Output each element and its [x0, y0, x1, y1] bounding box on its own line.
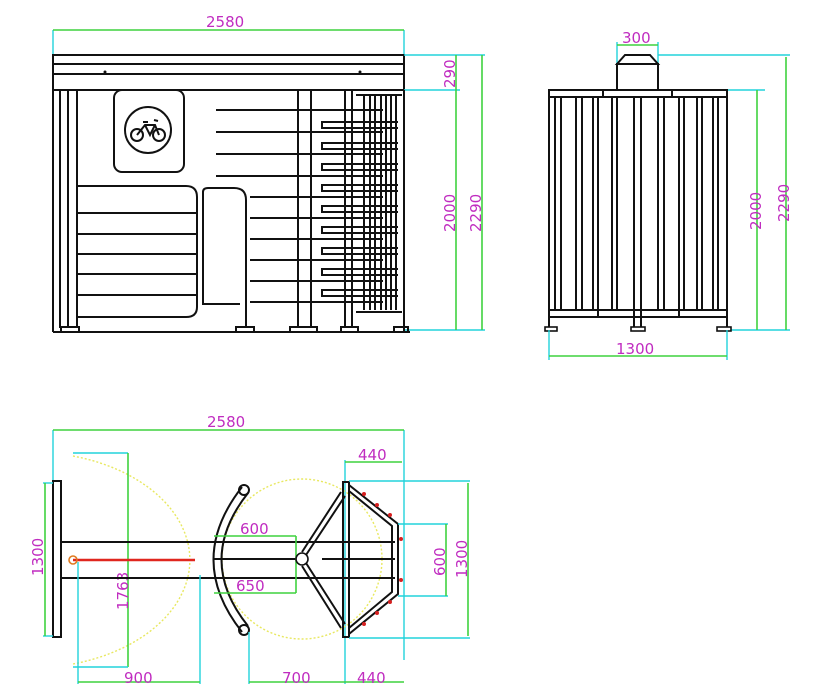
plan-left-depth-dim: 1300 [29, 538, 47, 576]
side-body-dim: 2000 [747, 192, 765, 230]
plan-swing-dim: 1763 [114, 572, 132, 610]
side-total-dim: 2290 [775, 184, 793, 222]
plan-inner600-dim: 600 [431, 547, 449, 576]
plan-view: 2580 440 1300 1763 900 [29, 413, 471, 687]
side-depth-dim: 1300 [616, 340, 654, 358]
plan-passage-dim: 700 [282, 669, 311, 687]
plan-right-depth-dim: 1300 [453, 540, 471, 578]
plan-radius-dim: 900 [124, 669, 153, 687]
plan-arm650-dim: 650 [236, 577, 265, 595]
plan-arm600-dim: 600 [240, 520, 269, 538]
front-view: 2580 290 2000 2290 [52, 13, 485, 333]
front-width-dim: 2580 [206, 13, 244, 31]
plan-gate-bottom-dim: 440 [357, 669, 386, 687]
side-view: 300 2000 2290 [544, 29, 793, 360]
front-roof-dim: 290 [441, 59, 459, 88]
side-top-dim: 300 [622, 29, 651, 47]
front-total-dim: 2290 [467, 194, 485, 232]
plan-width-dim: 2580 [207, 413, 245, 431]
plan-gate-top-dim: 440 [358, 446, 387, 464]
front-body-dim: 2000 [441, 194, 459, 232]
bicycle-icon [130, 119, 166, 142]
